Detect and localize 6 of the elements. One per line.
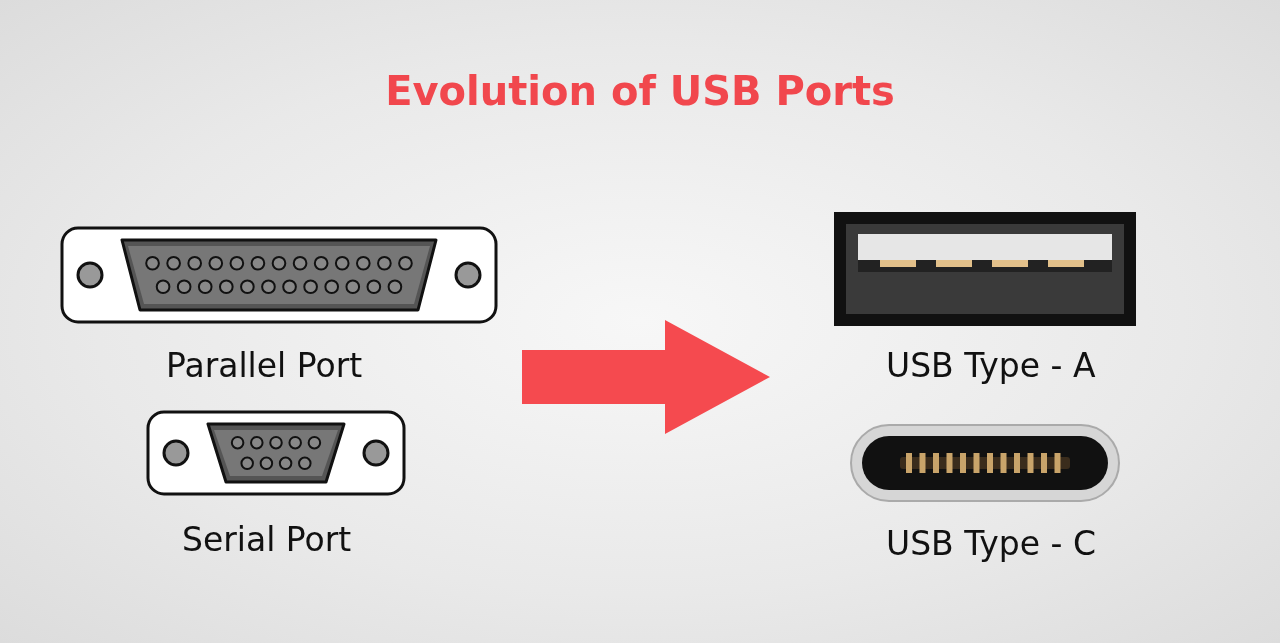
port-label: USB Type - A — [886, 346, 1096, 385]
port-label: Serial Port — [182, 520, 352, 559]
title: Evolution of USB Ports — [384, 68, 896, 114]
port-label: USB Type - C — [886, 524, 1096, 563]
arrow — [522, 320, 770, 434]
port-label: Parallel Port — [166, 346, 363, 385]
